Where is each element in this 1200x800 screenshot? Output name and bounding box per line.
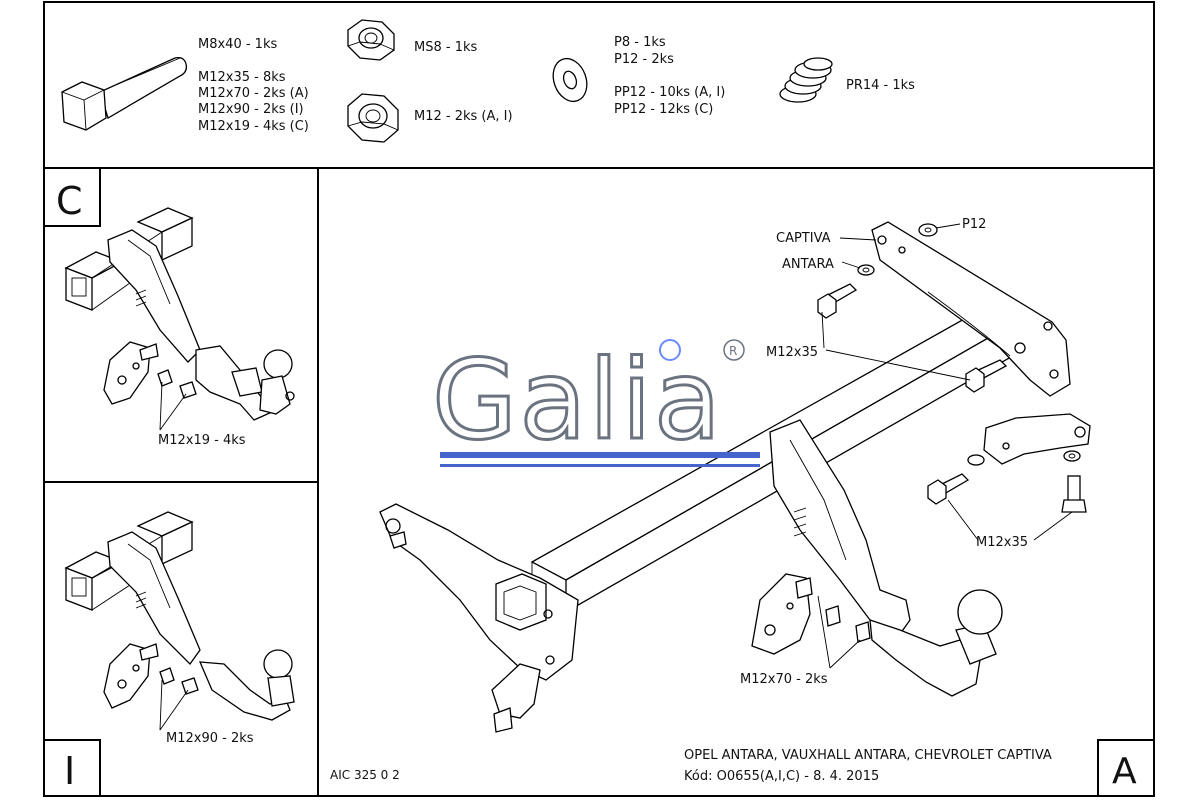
part-pp12-a: PP12 - 10ks (A, I) — [614, 85, 725, 100]
washer-p12 — [918, 223, 938, 237]
nut-m12-icon — [347, 93, 399, 143]
part-bolt-4: M12x19 - 4ks (C) — [198, 119, 309, 134]
footer-kod: Kód: O0655(A,I,C) - 8. 4. 2015 — [684, 769, 879, 784]
part-p12: P12 - 2ks — [614, 52, 674, 67]
bolt-icon — [61, 56, 188, 131]
part-bolt-2: M12x70 - 2ks (A) — [198, 86, 309, 101]
galia-logo: Galia R — [431, 335, 760, 467]
spring-icon — [779, 57, 833, 103]
callout-m12x70: M12x70 - 2ks — [740, 672, 828, 687]
panel-i: I M12x90 - 2ks — [64, 511, 295, 793]
panel-c: C — [56, 179, 295, 448]
logo-bar — [440, 452, 760, 458]
towbar-c-drawing — [64, 207, 295, 421]
registered-icon — [723, 339, 745, 361]
panel-i-letter: I — [64, 749, 75, 793]
panel-c-label: M12x19 - 4ks — [158, 433, 246, 448]
panel-i-label: M12x90 - 2ks — [166, 731, 254, 746]
part-pr14: PR14 - 1ks — [846, 78, 915, 93]
washer-antara — [857, 264, 875, 276]
callout-p12: P12 — [962, 217, 986, 232]
callout-m12x35-top: M12x35 — [766, 345, 818, 360]
footer-vehicle: OPEL ANTARA, VAUXHALL ANTARA, CHEVROLET … — [684, 748, 1052, 763]
part-m8x40: M8x40 - 1ks — [198, 37, 277, 52]
logo-dot-icon — [659, 339, 681, 361]
parts-list: M8x40 - 1ks M12x35 - 8ks M12x70 - 2ks (A… — [61, 19, 915, 143]
callout-captiva: CAPTIVA — [776, 231, 831, 246]
callout-m12x35-bottom: M12x35 — [976, 535, 1028, 550]
part-ms8: MS8 - 1ks — [414, 40, 477, 55]
panel-a: A — [379, 217, 1137, 792]
part-m12-nut: M12 - 2ks (A, I) — [414, 109, 513, 124]
part-pp12-c: PP12 - 12ks (C) — [614, 102, 713, 117]
hardware-loose — [817, 223, 1087, 513]
towbar-i-drawing — [64, 511, 295, 721]
panel-a-letter: A — [1112, 751, 1137, 792]
sheet-frame — [43, 1, 1155, 797]
leader-lines — [817, 223, 1073, 669]
nut-ms8-icon — [347, 19, 395, 61]
towbar-a-drawing — [379, 221, 1091, 733]
part-bolt-3: M12x90 - 2ks (I) — [198, 102, 304, 117]
callout-antara: ANTARA — [782, 257, 834, 272]
registered-mark: R — [729, 344, 737, 358]
washer-icon — [552, 57, 588, 103]
part-p8: P8 - 1ks — [614, 35, 666, 50]
logo-bar-thin — [440, 464, 760, 467]
panel-c-letter: C — [56, 179, 83, 223]
footer: AIC 325 0 2 OPEL ANTARA, VAUXHALL ANTARA… — [330, 748, 1052, 784]
footer-code: AIC 325 0 2 — [330, 768, 400, 782]
part-bolt-1: M12x35 - 8ks — [198, 70, 286, 85]
